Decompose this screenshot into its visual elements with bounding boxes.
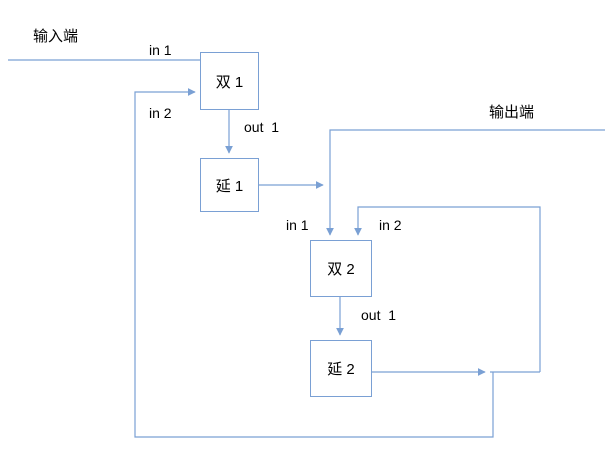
double1-out1-label: out 1 (244, 119, 280, 135)
block-delay-1-label: 延 1 (215, 177, 244, 195)
input-terminal-label: 输入端 (33, 28, 79, 45)
block-double-1: 双 1 (200, 52, 259, 110)
block-double-1-label: 双 1 (215, 73, 244, 91)
block-delay-2-label: 延 2 (327, 361, 355, 378)
double2-in2-label: in 2 (379, 217, 402, 233)
output-line (329, 129, 605, 185)
block-delay-1: 延 1 (200, 158, 259, 212)
double1-in1-label: in 1 (149, 42, 172, 58)
output-terminal-label: 输出端 (489, 104, 535, 121)
double1-in2-label: in 2 (149, 105, 172, 121)
block-double-2-label: 双 2 (327, 261, 355, 278)
double2-in1-label: in 1 (286, 217, 309, 233)
feedback-left-line (134, 88, 494, 438)
block-double-2: 双 2 (310, 240, 372, 297)
block-delay-2: 延 2 (310, 340, 372, 397)
double2-out1-label: out 1 (361, 307, 397, 323)
feedback-right-line (354, 206, 541, 372)
